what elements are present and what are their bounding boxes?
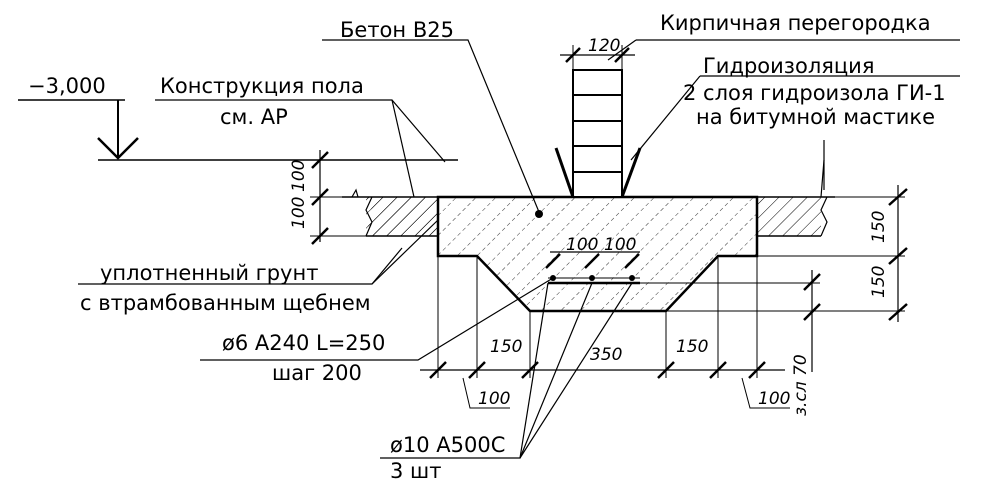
waterproofing-label: Гидроизоляция — [703, 54, 874, 78]
dim-100-rebar-left: 100 — [566, 235, 598, 255]
dimensions — [310, 45, 908, 409]
dim-100-upper: 100 — [289, 160, 309, 192]
bar10-count: 3 шт — [390, 459, 442, 483]
soil-label-2: с втрамбованным щебнем — [80, 291, 371, 315]
dim-100-left-bottom: 100 — [478, 389, 510, 409]
rebar — [548, 275, 640, 285]
brick-wall — [554, 69, 642, 198]
waterproofing-detail-2: на битумной мастике — [696, 105, 935, 129]
dim-150-right-lower: 150 — [869, 266, 889, 298]
bar10-label: ø10 А500С — [390, 433, 505, 457]
dim-150-left: 150 — [490, 337, 522, 357]
level-text: −3,000 — [28, 74, 106, 98]
dim-zsl: з.сл 70 — [791, 354, 811, 416]
level-marker: −3,000 — [18, 74, 458, 161]
waterproofing-detail-1: 2 слоя гидроизола ГИ-1 — [683, 81, 946, 105]
dim-120: 120 — [588, 36, 620, 56]
bar6-label: ø6 А240 L=250 — [222, 331, 385, 355]
dim-100-lower: 100 — [289, 197, 309, 229]
dim-100-rebar-right: 100 — [604, 235, 636, 255]
dim-150-right-upper: 150 — [869, 211, 889, 243]
floor-slab — [342, 140, 835, 237]
floor-ref: см. АР — [220, 105, 288, 129]
leaders — [78, 39, 960, 459]
wall-label: Кирпичная перегородка — [660, 11, 931, 35]
dim-350: 350 — [590, 345, 622, 365]
dim-150-right: 150 — [676, 337, 708, 357]
concrete-label: Бетон В25 — [340, 18, 454, 42]
floor-label: Конструкция пола — [160, 74, 364, 98]
bar6-step: шаг 200 — [272, 361, 362, 385]
soil-label-1: уплотненный грунт — [100, 261, 318, 285]
dim-100-right-bottom: 100 — [758, 389, 790, 409]
